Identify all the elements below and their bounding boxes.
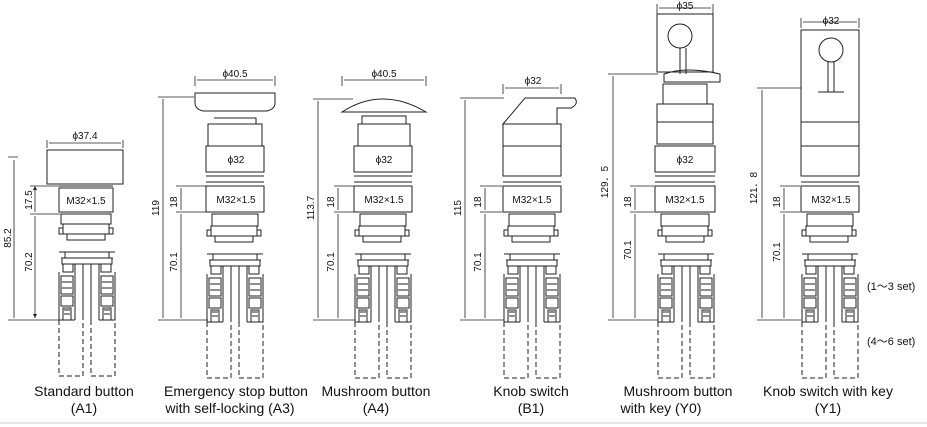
a4-body-length: 70.1 bbox=[326, 252, 337, 272]
b1-thread-length: 18 bbox=[473, 196, 484, 208]
a3-head-dia: ϕ40.5 bbox=[222, 69, 248, 80]
caption-a4-line1: Mushroom button bbox=[322, 383, 431, 399]
a4-thread-label: M32×1.5 bbox=[364, 195, 404, 206]
caption-y1-line2: (Y1) bbox=[815, 400, 841, 416]
caption-y0-line1: Mushroom button bbox=[624, 383, 733, 399]
a1-head-dia: ϕ37.4 bbox=[72, 131, 98, 142]
a1-thread-label: M32×1.5 bbox=[66, 196, 106, 207]
y0-head-dia: ϕ35 bbox=[677, 1, 694, 12]
y0-total-length: 129．5 bbox=[600, 165, 611, 198]
a4-total-length: 113.7 bbox=[306, 195, 317, 220]
y0-thread-label: M32×1.5 bbox=[665, 195, 705, 206]
y1-head-dia: ϕ32 bbox=[823, 16, 840, 27]
caption-b1-line1: Knob switch bbox=[493, 383, 568, 399]
caption-y1-line1: Knob switch with key bbox=[763, 383, 893, 399]
y1-total-length: 121．8 bbox=[749, 171, 760, 204]
drawing-a3 bbox=[158, 76, 276, 379]
caption-b1-line2: (B1) bbox=[518, 400, 544, 416]
y0-body-dia: ϕ32 bbox=[677, 155, 694, 166]
drawing-y1 bbox=[757, 18, 860, 379]
a3-thread-length: 18 bbox=[169, 196, 180, 208]
y1-thread-length: 18 bbox=[772, 196, 783, 208]
a3-body-length: 70.1 bbox=[169, 252, 180, 272]
a1-total-length: 85.2 bbox=[3, 228, 14, 248]
b1-thread-label: M32×1.5 bbox=[512, 195, 552, 206]
caption-a4-line2: (A4) bbox=[363, 400, 389, 416]
a3-total-length: 119 bbox=[151, 200, 162, 216]
drawing-a4 bbox=[313, 76, 428, 379]
a4-thread-length: 18 bbox=[326, 196, 337, 208]
contact-set-lower-label: (4～6 set) bbox=[867, 336, 915, 348]
caption-a3-line2: with self-locking (A3) bbox=[164, 400, 294, 416]
y0-body-length: 70.1 bbox=[623, 240, 634, 260]
caption-a1-line1: Standard button bbox=[34, 383, 134, 399]
y1-body-length: 70.1 bbox=[772, 242, 783, 262]
a1-body-length: 70.2 bbox=[24, 252, 35, 272]
a4-head-dia: ϕ40.5 bbox=[371, 69, 397, 80]
caption-a1-line2: (A1) bbox=[71, 400, 97, 416]
contact-set-upper-label: (1～3 set) bbox=[867, 281, 915, 293]
drawing-b1 bbox=[460, 84, 577, 379]
y1-thread-label: M32×1.5 bbox=[811, 195, 851, 206]
a4-body-dia: ϕ32 bbox=[376, 155, 393, 166]
b1-head-dia: ϕ32 bbox=[525, 76, 542, 87]
a3-body-dia: ϕ32 bbox=[228, 155, 245, 166]
drawing-a1 bbox=[8, 140, 124, 377]
b1-body-length: 70.1 bbox=[473, 252, 484, 272]
caption-y0-line2: with key (Y0) bbox=[620, 400, 702, 416]
a3-thread-label: M32×1.5 bbox=[216, 195, 256, 206]
y0-thread-length: 18 bbox=[623, 196, 634, 208]
a1-thread-length: 17.5 bbox=[24, 190, 35, 210]
caption-a3-line1: Emergency stop button bbox=[164, 383, 308, 399]
b1-total-length: 115 bbox=[453, 200, 464, 216]
drawing-y0 bbox=[608, 4, 721, 379]
